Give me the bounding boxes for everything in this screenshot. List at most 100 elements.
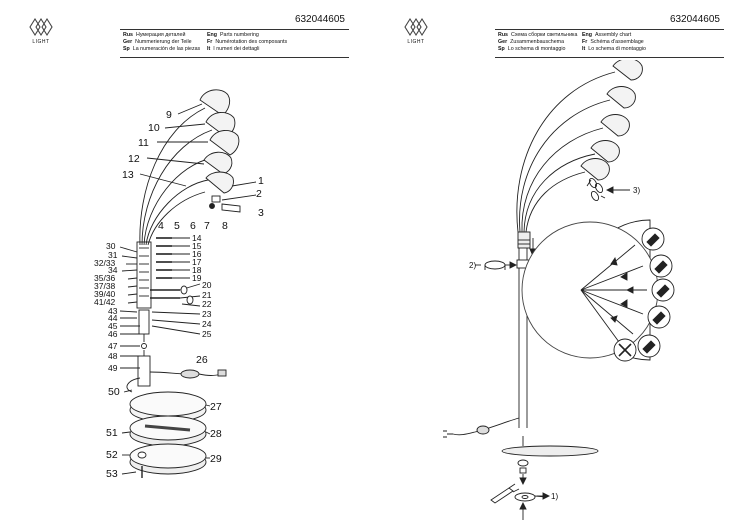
callout-22: 22 <box>202 299 212 309</box>
callout-41-42: 41/42 <box>94 297 116 307</box>
header-rule <box>120 29 349 30</box>
bulb-socket <box>211 195 221 203</box>
lamp-shade <box>199 89 231 116</box>
foot-switch <box>180 369 200 379</box>
callout-21: 21 <box>202 290 212 300</box>
rotation-spokes <box>580 244 647 343</box>
header-rule <box>495 29 724 30</box>
callout-10: 10 <box>148 122 160 134</box>
header-rule-bottom <box>120 57 349 58</box>
bulb-detail <box>586 177 606 202</box>
brand-logo: LIGHT <box>28 16 54 46</box>
callout-1: 1 <box>258 175 264 187</box>
callout-35-36: 35/36 <box>94 273 116 283</box>
step-2-label: 2) <box>469 261 476 270</box>
callout-52: 52 <box>106 449 118 461</box>
lamp-shade <box>209 130 240 156</box>
tube-section <box>138 309 150 335</box>
lamp-arm <box>523 153 596 233</box>
lamp-arm <box>141 129 213 246</box>
lamp-shade <box>203 151 233 175</box>
callout-19: 19 <box>192 273 202 283</box>
callout-30: 30 <box>106 241 116 251</box>
callout-13: 13 <box>122 169 134 181</box>
foot-switch <box>476 425 490 435</box>
callout-4: 4 <box>158 220 164 232</box>
lamp-arm <box>519 99 611 233</box>
stem-connector-block <box>136 241 152 309</box>
callout-43: 43 <box>108 306 118 316</box>
callout-5: 5 <box>174 220 180 232</box>
callout-48: 48 <box>108 351 118 361</box>
callout-17: 17 <box>192 257 202 267</box>
header-rule-bottom <box>495 57 724 58</box>
step-3-label: 3) <box>633 186 640 195</box>
brand-logo: LIGHT <box>403 16 429 46</box>
callout-29: 29 <box>210 453 222 465</box>
lamp-arm <box>143 157 213 246</box>
callout-16: 16 <box>192 249 202 259</box>
bulb-screw <box>209 203 215 209</box>
lamp-arm <box>139 107 206 246</box>
callout-7: 7 <box>204 220 210 232</box>
callout-46: 46 <box>108 329 118 339</box>
callout-24: 24 <box>202 319 212 329</box>
callout-37-38: 37/38 <box>94 281 116 291</box>
callout-3: 3 <box>258 207 264 219</box>
callout-39-40: 39/40 <box>94 289 116 299</box>
callout-44: 44 <box>108 313 118 323</box>
pole-cap <box>484 260 506 270</box>
callout-28: 28 <box>210 428 222 440</box>
callout-49: 49 <box>108 363 118 373</box>
lamp-shade <box>590 140 620 163</box>
product-code: 632044605 <box>669 14 720 25</box>
product-code: 632044605 <box>294 14 345 25</box>
wrench <box>490 487 514 504</box>
lower-pole <box>137 355 151 387</box>
callout-2: 2 <box>256 188 262 200</box>
lamp-arm <box>145 179 209 246</box>
lamp-shade <box>612 60 643 81</box>
callout-50: 50 <box>108 386 120 398</box>
washer <box>514 492 536 502</box>
lamp-arm <box>525 171 586 233</box>
switch-part <box>221 203 241 213</box>
callout-12: 12 <box>128 153 140 165</box>
assembly-diagram: 3) 2) 1) <box>443 60 675 520</box>
callout-32-33: 32/33 <box>94 258 116 268</box>
logo-text: LIGHT <box>407 39 425 45</box>
callout-6: 6 <box>190 220 196 232</box>
step-1-label: 1) <box>551 492 558 501</box>
callout-18: 18 <box>192 265 202 275</box>
callout-23: 23 <box>202 309 212 319</box>
callout-9: 9 <box>166 109 172 121</box>
logo-icon <box>404 17 428 37</box>
callout-8: 8 <box>222 220 228 232</box>
callout-31: 31 <box>108 250 118 260</box>
logo-icon <box>29 17 53 37</box>
callout-53: 53 <box>106 468 118 480</box>
callout-25: 25 <box>202 329 212 339</box>
callout-15: 15 <box>192 241 202 251</box>
callout-20: 20 <box>202 280 212 290</box>
base-plate <box>501 445 599 457</box>
callout-45: 45 <box>108 321 118 331</box>
lamp-shade <box>606 86 636 109</box>
callout-14: 14 <box>192 233 202 243</box>
lamp-arm <box>521 127 604 233</box>
